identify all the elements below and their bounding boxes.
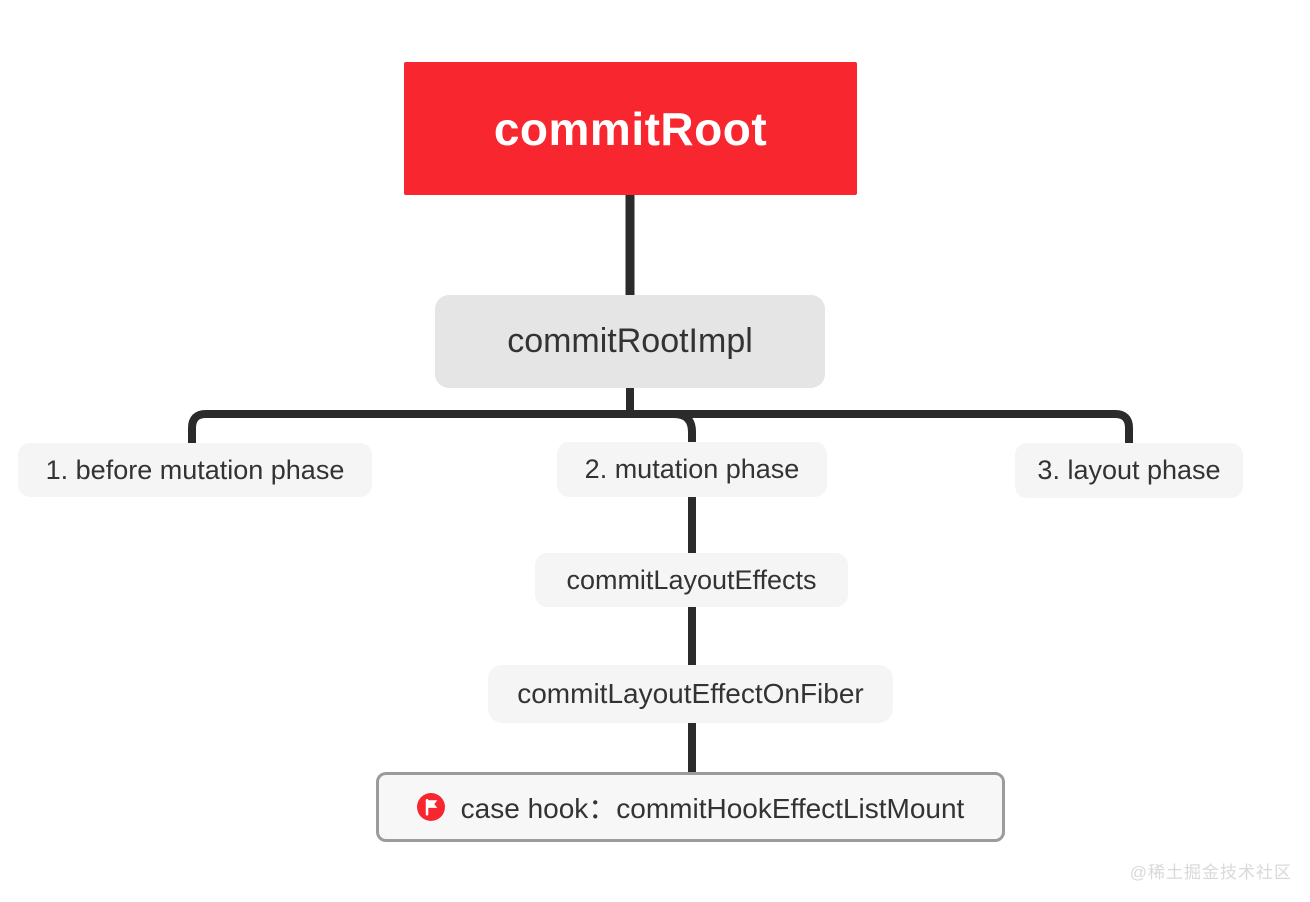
node-commit-layout-effect-on-fiber: commitLayoutEffectOnFiber	[488, 665, 893, 723]
node-commit-root: commitRoot	[404, 62, 857, 195]
flag-icon	[416, 793, 445, 821]
node-commit-layout-effects: commitLayoutEffects	[535, 553, 848, 607]
node-case-hook: case hook：commitHookEffectListMount	[376, 772, 1005, 842]
watermark: @稀土掘金技术社区	[1129, 863, 1292, 882]
node-mutation-phase: 2. mutation phase	[557, 442, 827, 497]
node-commit-root-impl: commitRootImpl	[435, 295, 825, 388]
connector-rail	[188, 410, 1133, 444]
node-layout-phase: 3. layout phase	[1015, 443, 1243, 498]
case-hook-label: case hook：commitHookEffectListMount	[460, 793, 965, 824]
node-before-mutation-phase: 1. before mutation phase	[18, 443, 372, 497]
connector-rail-to-branch2	[673, 410, 696, 444]
